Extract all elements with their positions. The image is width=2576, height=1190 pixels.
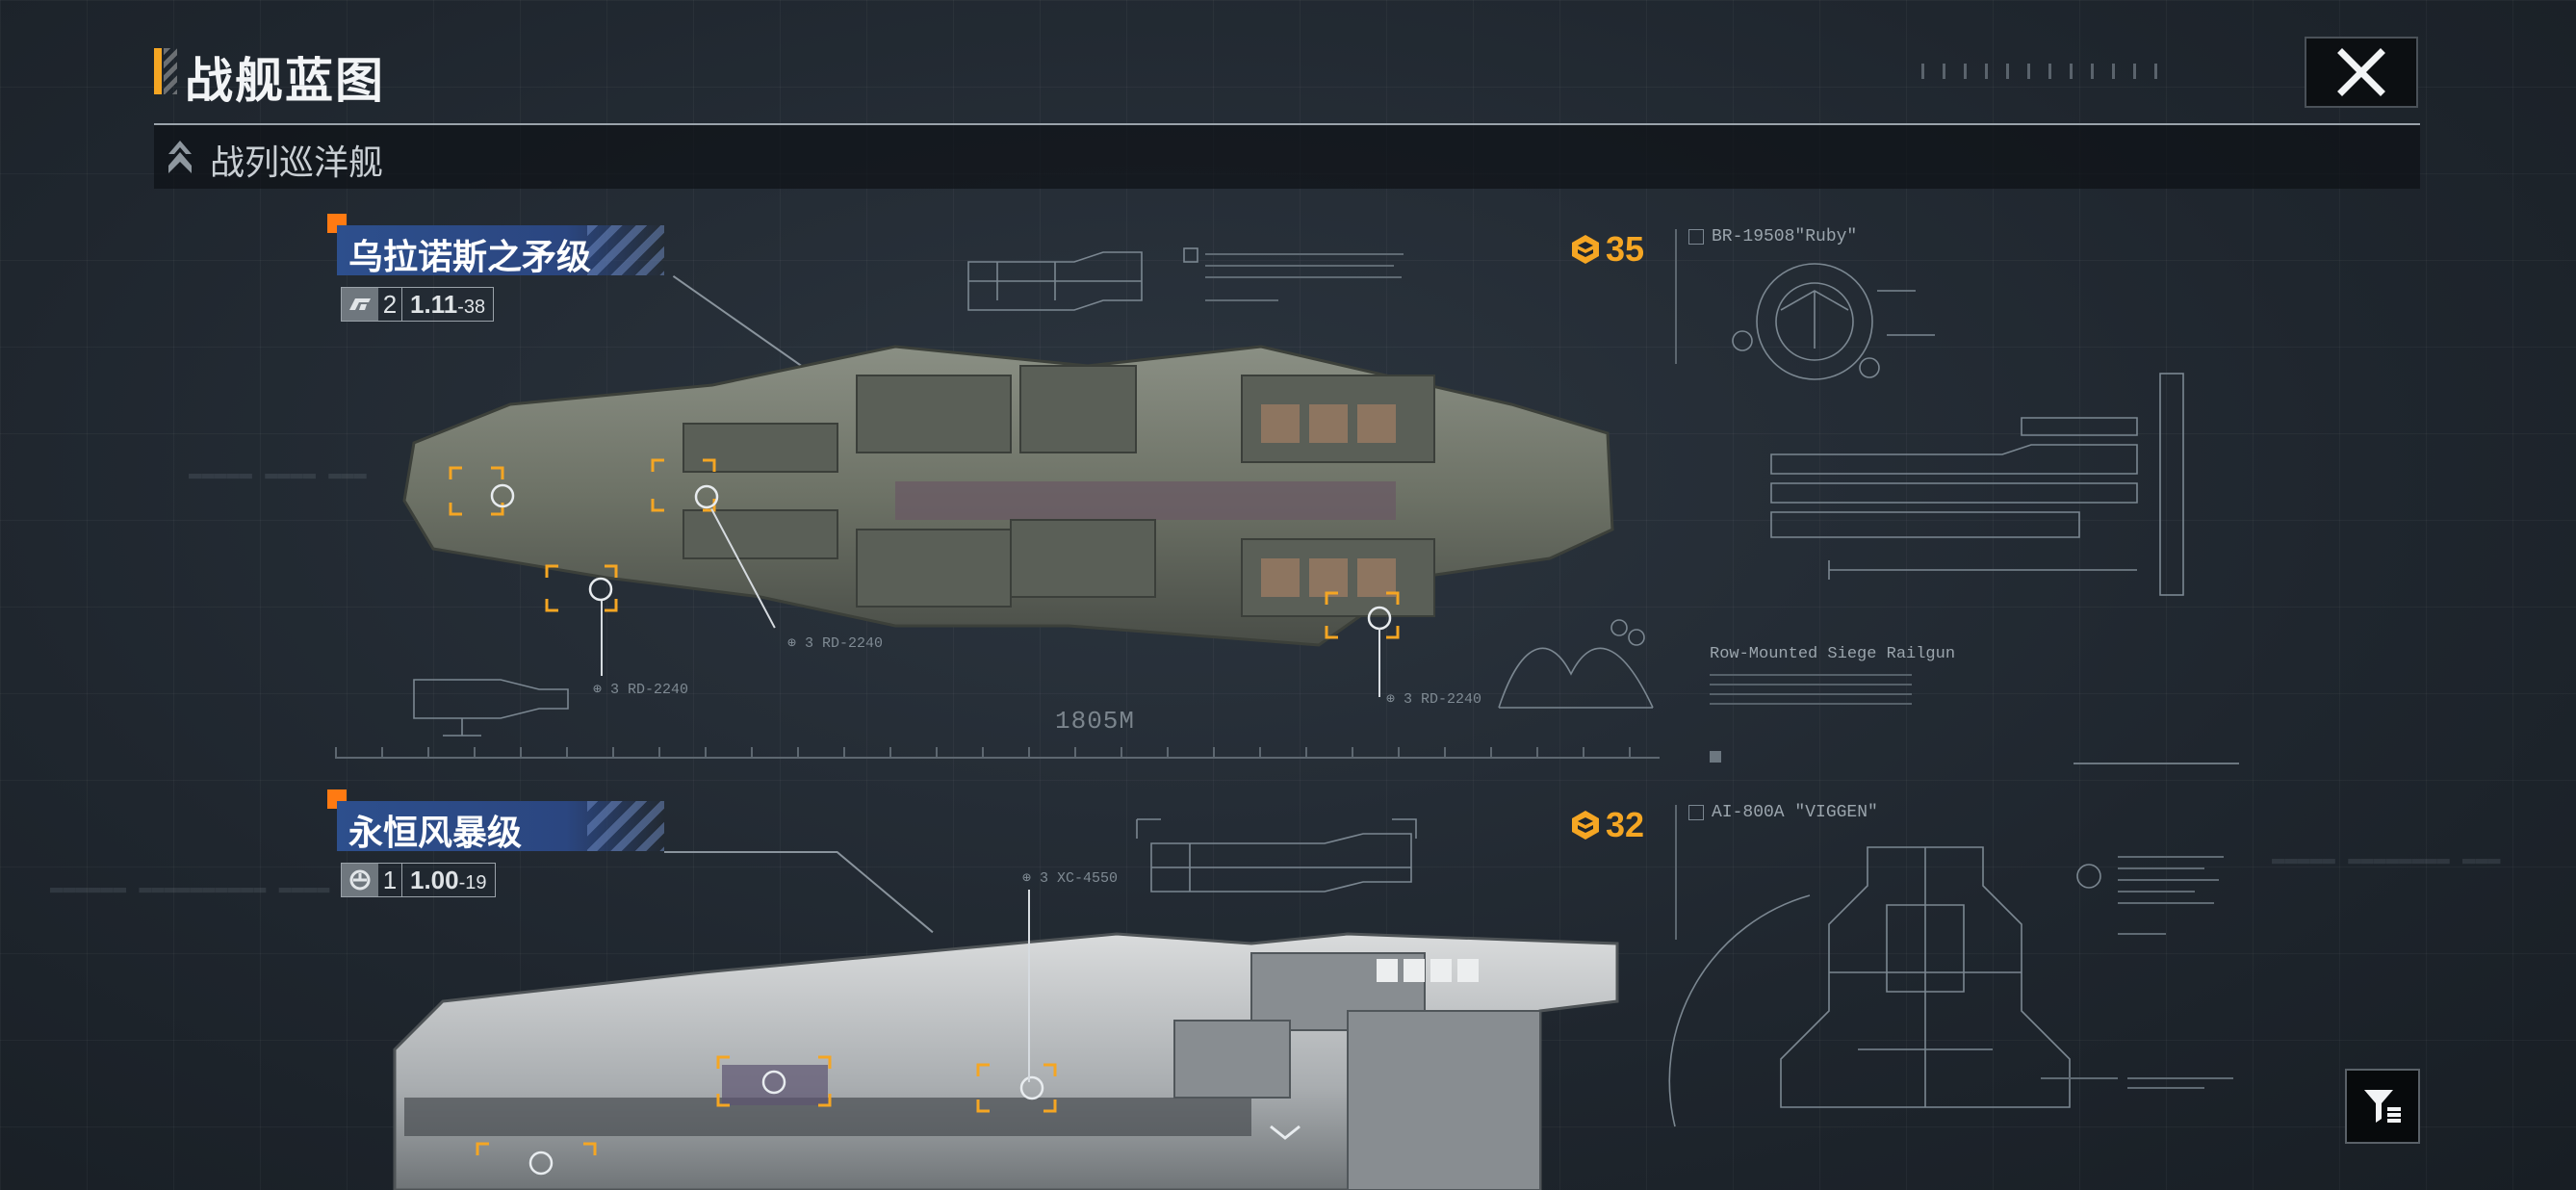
ship-cost-value: 32 <box>1606 805 1645 844</box>
weapon-name: AI-800A "VIGGEN" <box>1712 803 1878 822</box>
close-button[interactable] <box>2305 37 2418 108</box>
panel-rule <box>2074 763 2239 764</box>
header-divider <box>154 123 2420 125</box>
length-scale-ticks <box>335 747 1660 759</box>
category-bar <box>154 125 2420 189</box>
ship-stat-box: 2 1.11-38 <box>341 287 495 322</box>
weapon-label: ⊕ 3 RD-2240 <box>787 635 884 652</box>
header-tick-marks <box>1921 64 2172 79</box>
panel-bracket <box>1675 805 1677 940</box>
name-plate-stripes <box>587 801 664 851</box>
name-plate-stripes <box>587 225 664 275</box>
ship-render-eternal-storm[interactable] <box>385 915 1627 1190</box>
weapon-caption: Row-Mounted Siege Railgun <box>1710 645 1956 663</box>
ship-stat-suffix: -19 <box>458 871 487 893</box>
weapon-label: ⊕ 3 RD-2240 <box>593 682 689 698</box>
weapon-checkbox <box>1688 229 1704 245</box>
ship-name[interactable]: 乌拉诺斯之矛级 <box>348 237 592 276</box>
weapon-description <box>1710 674 1912 707</box>
blueprint-sketch <box>1136 818 1417 892</box>
blueprint-note <box>1183 247 1404 301</box>
category-label: 战列巡洋舰 <box>210 142 384 182</box>
weapon-label: ⊕ 3 RD-2240 <box>1386 691 1482 708</box>
command-point-icon <box>1572 235 1599 264</box>
ship-cost: 35 <box>1569 229 1644 270</box>
hull-type-icon <box>342 288 378 321</box>
close-x-icon <box>2337 48 2385 96</box>
title-accent-bar <box>154 48 162 94</box>
background-decor-text: ▬▬▬▬▬ ▬▬▬▬▬▬▬▬ ▬▬▬ <box>2272 847 2501 871</box>
ship-length: 1805M <box>1055 707 1136 736</box>
ship-stat-value: 1.11 <box>410 289 458 319</box>
command-point-icon <box>1572 811 1599 840</box>
ship-render-uranus-spear[interactable] <box>395 337 1627 684</box>
ship-name[interactable]: 永恒风暴级 <box>348 813 523 852</box>
weapon-pointer <box>601 601 603 676</box>
weapon-checkbox <box>1688 805 1704 820</box>
weapon-schematic <box>1732 263 2184 596</box>
weapon-schematic <box>1668 846 2233 1127</box>
name-leader-line <box>664 851 837 853</box>
weapon-label: ⊕ 3 XC-4550 <box>1022 870 1119 887</box>
ship-cost-value: 35 <box>1606 229 1645 269</box>
ship-cost: 32 <box>1569 805 1644 845</box>
weapon-pointer <box>1028 890 1030 1082</box>
page-title: 战舰蓝图 <box>185 54 385 108</box>
panel-bracket <box>1675 229 1677 364</box>
ship-name-plate[interactable] <box>337 225 664 275</box>
filter-button[interactable] <box>2345 1069 2420 1144</box>
background-decor-text: ▬▬▬▬▬▬ ▬▬▬▬▬▬▬▬▬▬ ▬▬▬▬ <box>50 876 330 900</box>
panel-marker <box>1710 751 1721 763</box>
weapon-pointer <box>1378 628 1380 697</box>
ship-stat-value: 1.00 <box>410 865 459 894</box>
ship-tier: 2 <box>378 288 402 321</box>
ship-stat-box: 1 1.00-19 <box>341 863 496 897</box>
blueprint-sketch <box>967 251 1143 311</box>
title-accent-stripes <box>164 48 177 94</box>
weapon-name: BR-19508"Ruby" <box>1712 227 1858 246</box>
ship-stat-suffix: -38 <box>457 296 486 318</box>
background-decor-text: ▬▬▬▬▬ ▬▬▬▬ ▬▬▬ <box>189 462 367 486</box>
ship-tier: 1 <box>378 864 402 896</box>
blueprint-sketch <box>1498 619 1654 709</box>
hull-type-icon <box>342 864 378 896</box>
ship-name-plate[interactable] <box>337 801 664 851</box>
filter-icon <box>2364 1090 2401 1123</box>
rank-chevron-icon <box>168 141 192 173</box>
blueprint-sketch <box>413 679 569 737</box>
